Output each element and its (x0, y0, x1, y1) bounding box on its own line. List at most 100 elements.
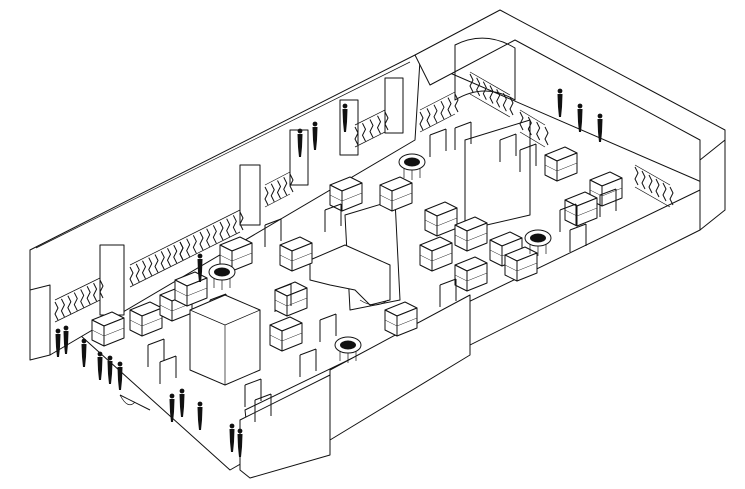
hanging-garment (142, 260, 146, 279)
front-wall-corner (239, 374, 331, 479)
hanging-garment (206, 228, 211, 247)
wall-rack-run (129, 239, 184, 288)
hanging-garment (426, 108, 431, 127)
clothing-stand (264, 218, 282, 247)
hanging-garment (662, 182, 667, 202)
hanging-garment (482, 81, 487, 100)
hanging-garment (226, 218, 231, 237)
hanging-garment (80, 289, 85, 308)
hanging-garment (362, 123, 366, 142)
shelving-unit (329, 176, 363, 212)
hanging-garment (160, 251, 165, 270)
wall-rack-run (519, 109, 549, 148)
hanging-garment (433, 104, 438, 124)
hanging-garment (354, 126, 359, 146)
hanging-garment (186, 238, 191, 257)
hanging-garment (496, 89, 501, 108)
mannequin (312, 121, 318, 150)
mannequin (297, 128, 303, 157)
cash-counter (309, 244, 391, 306)
hanging-garment (283, 177, 288, 196)
round-table (524, 229, 552, 256)
hanging-garment (544, 126, 549, 146)
clothing-stand (324, 203, 342, 232)
hanging-garment (219, 221, 224, 241)
shelving-unit (419, 236, 453, 272)
hanging-garment (54, 301, 59, 321)
mannequin-figures (55, 88, 603, 457)
shelving-unit (504, 246, 538, 282)
wall-pilasters (99, 77, 404, 316)
hanging-garment (67, 295, 72, 314)
center-partition-tall (464, 119, 531, 231)
clothing-stand (147, 338, 165, 367)
hanging-garment (270, 183, 275, 202)
hanging-garment (377, 115, 381, 134)
clothing-stand (254, 393, 272, 422)
shelving-unit (454, 256, 488, 292)
shelving-unit (269, 316, 303, 352)
mannequin (197, 401, 203, 430)
hanging-garment (148, 257, 153, 276)
hanging-garment (655, 178, 660, 198)
hanging-garment (179, 241, 184, 261)
round-table (398, 153, 426, 180)
clothing-stand (299, 348, 317, 377)
mannequin (597, 113, 603, 142)
wall-rack-run (634, 164, 674, 208)
hanging-garment (634, 166, 639, 186)
hanging-garment (289, 173, 294, 193)
mannequin (342, 103, 348, 132)
mannequin (81, 338, 87, 367)
mannequin (117, 361, 123, 390)
mannequin (169, 393, 175, 422)
hanging-garment (192, 235, 197, 254)
mannequin (557, 88, 563, 117)
clothing-stand (429, 128, 447, 157)
wall-rack-run (264, 171, 294, 208)
clothing-stand (519, 143, 537, 172)
cash-counter-curve (359, 299, 389, 306)
hanging-garment (86, 286, 91, 305)
clothing-stand (319, 313, 337, 342)
back-left-wall-top-edge (35, 61, 411, 249)
shelving-unit (384, 301, 418, 337)
hanging-garment (384, 111, 389, 131)
round-display-tables (208, 153, 552, 363)
wall-clothing-racks (54, 71, 674, 323)
hanging-garment (527, 116, 532, 136)
hanging-garment (440, 100, 445, 120)
hanging-garment (99, 279, 104, 299)
hanging-garment (277, 180, 281, 199)
shelving-unit (91, 311, 125, 347)
hanging-garment (212, 225, 217, 244)
clothing-stand (274, 283, 292, 312)
hanging-garment (669, 186, 674, 206)
mannequin (107, 355, 113, 384)
wall-rack-run (54, 277, 104, 323)
shelving-units (91, 146, 623, 352)
hanging-garment (419, 111, 424, 131)
hanging-garment (264, 186, 269, 206)
hanging-garment (129, 266, 134, 286)
front-wall-segment (329, 294, 471, 441)
shelving-unit (379, 176, 413, 212)
hanging-garment (641, 170, 646, 190)
hanging-garment (489, 85, 494, 104)
hanging-garment (454, 93, 459, 113)
mannequin (97, 351, 103, 380)
hanging-garment (447, 97, 452, 116)
hanging-garment (536, 121, 541, 141)
mannequin (229, 423, 235, 452)
shelving-unit (589, 171, 623, 207)
hanging-garment (167, 248, 171, 267)
hanging-garment (469, 73, 474, 93)
hanging-garment (509, 96, 514, 116)
hanging-garment (93, 282, 98, 302)
shelving-unit (564, 191, 598, 227)
shelving-unit (544, 146, 578, 182)
hanging-garment (648, 174, 653, 194)
clothing-stand (454, 121, 472, 150)
